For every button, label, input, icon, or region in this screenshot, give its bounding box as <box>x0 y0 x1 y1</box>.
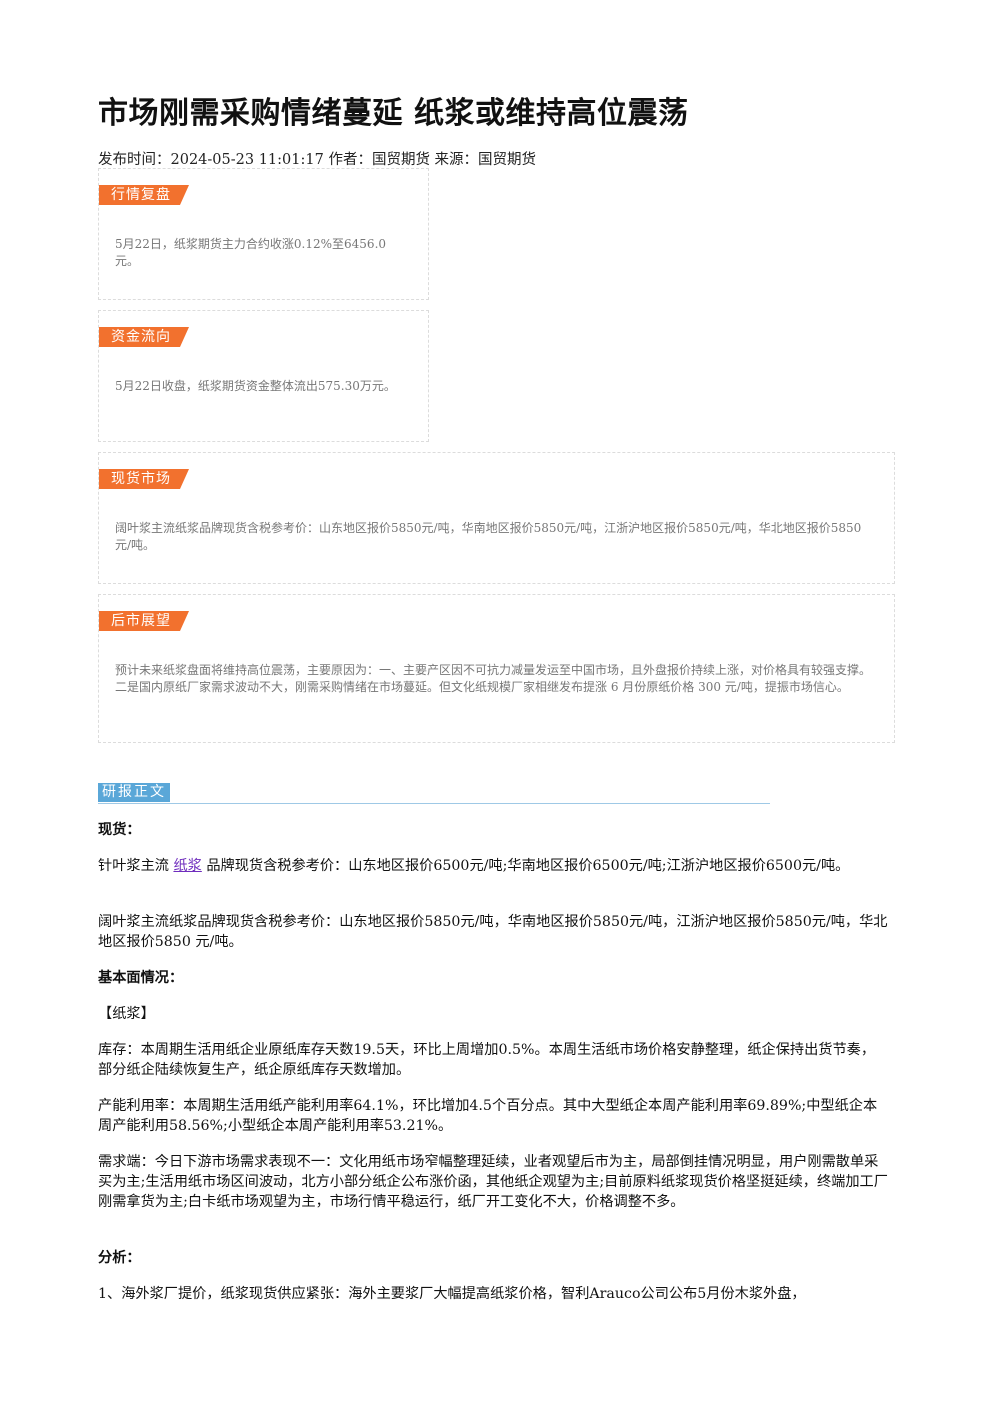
section-header: 研报正文 <box>98 783 770 804</box>
heading-spot: 现货： <box>98 822 141 838</box>
box-text-outlook: 预计未来纸浆盘面将维持高位震荡，主要原因为：一、主要产区因不可抗力减量发运至中国… <box>115 663 872 694</box>
para-capacity: 产能利用率：本周期生活用纸产能利用率64.1%，环比增加4.5个百分点。其中大型… <box>98 1098 878 1134</box>
summary-box-fund-flow: 资金流向 5月22日收盘，纸浆期货资金整体流出575.30万元。 <box>98 310 429 442</box>
box-tag-spot-market: 现货市场 <box>99 469 189 489</box>
para-softwood: 针叶浆主流 纸浆 品牌现货含税参考价：山东地区报价6500元/吨;华南地区报价6… <box>98 856 888 876</box>
box-text-spot-market: 阔叶浆主流纸浆品牌现货含税参考价：山东地区报价5850元/吨，华南地区报价585… <box>115 521 862 552</box>
box-tag-outlook: 后市展望 <box>99 611 189 631</box>
article-title: 市场刚需采购情绪蔓延 纸浆或维持高位震荡 <box>98 96 689 131</box>
box-text-market-review: 5月22日，纸浆期货主力合约收涨0.12%至6456.0元。 <box>115 237 387 268</box>
heading-pulp: 【纸浆】 <box>98 1006 155 1022</box>
box-text-fund-flow: 5月22日收盘，纸浆期货资金整体流出575.30万元。 <box>115 379 396 393</box>
para-analysis-1: 1、海外浆厂提价，纸浆现货供应紧张：海外主要浆厂大幅提高纸浆价格，智利Arauc… <box>98 1286 806 1302</box>
para-demand: 需求端：今日下游市场需求表现不一：文化用纸市场窄幅整理延续，业者观望后市为主，局… <box>98 1154 888 1210</box>
article-meta: 发布时间：2024-05-23 11:01:17 作者：国贸期货 来源：国贸期货 <box>98 152 537 168</box>
softwood-prefix: 针叶浆主流 <box>98 858 174 874</box>
box-tag-fund-flow: 资金流向 <box>99 327 189 347</box>
para-hardwood: 阔叶浆主流纸浆品牌现货含税参考价：山东地区报价5850元/吨，华南地区报价585… <box>98 914 888 950</box>
pulp-link[interactable]: 纸浆 <box>173 858 202 874</box>
summary-box-outlook: 后市展望 预计未来纸浆盘面将维持高位震荡，主要原因为：一、主要产区因不可抗力减量… <box>98 594 895 743</box>
summary-box-spot-market: 现货市场 阔叶浆主流纸浆品牌现货含税参考价：山东地区报价5850元/吨，华南地区… <box>98 452 895 584</box>
box-tag-market-review: 行情复盘 <box>99 185 189 205</box>
para-inventory: 库存：本周期生活用纸企业原纸库存天数19.5天，环比上周增加0.5%。本周生活纸… <box>98 1042 876 1078</box>
heading-fundamentals: 基本面情况： <box>98 970 184 986</box>
softwood-suffix: 品牌现货含税参考价：山东地区报价6500元/吨;华南地区报价6500元/吨;江浙… <box>201 858 850 874</box>
summary-box-market-review: 行情复盘 5月22日，纸浆期货主力合约收涨0.12%至6456.0元。 <box>98 168 429 300</box>
section-tag-report-body: 研报正文 <box>98 783 170 802</box>
heading-analysis: 分析： <box>98 1250 141 1266</box>
